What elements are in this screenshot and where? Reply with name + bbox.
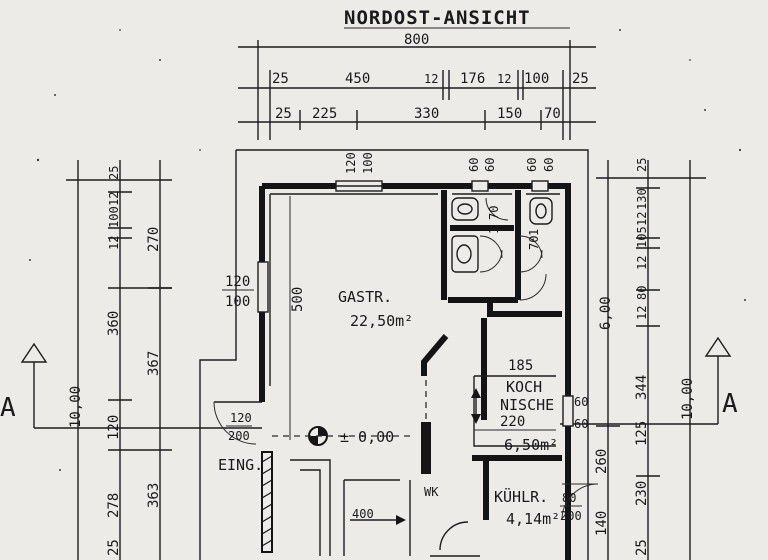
dim-left-1: 25 <box>107 166 121 180</box>
entry-label: EING. <box>218 456 263 474</box>
vertical-arrow-koch <box>471 388 481 424</box>
entry-wall-hatch <box>261 451 273 553</box>
dim-left-11: 363 <box>146 483 162 508</box>
dim-right-total: 10,00 <box>680 378 696 420</box>
level-marker-icon <box>272 426 410 446</box>
site-outline <box>199 149 589 560</box>
dim-r1-2: 450 <box>345 71 370 87</box>
dim-right-9: 125 <box>634 421 650 446</box>
entry-door-swing <box>213 401 257 445</box>
dim-right-7: 12 <box>635 306 649 320</box>
room-gastr-area: 22,50m² <box>350 312 413 330</box>
koch-dim: 220 <box>500 414 525 430</box>
dim-right-1: 25 <box>635 158 649 172</box>
dim-left-4: 12 <box>107 236 121 250</box>
dim-right-3: 12 <box>635 212 649 226</box>
wc-door-dim-b1: 70 <box>527 236 541 250</box>
top-small-dim-3: 60 <box>525 158 539 172</box>
column-block <box>421 422 431 474</box>
dim-left-2: 12 <box>107 192 121 206</box>
entry-door-dim-1: 120 <box>230 411 252 425</box>
top-window-dim-1: 120 <box>344 152 358 174</box>
top-window-dim-2: 100 <box>361 152 375 174</box>
left-window-dim-1: 120 <box>225 274 250 290</box>
level-label: ± 0,00 <box>340 428 394 446</box>
top-small-dim-1: 60 <box>467 158 481 172</box>
kuehl-door-dim-2: 200 <box>560 509 582 523</box>
wc-door-dim-a2: 70 <box>487 206 501 220</box>
right-dimension-chain <box>596 160 706 560</box>
toilet-fixtures <box>451 197 553 301</box>
top-window <box>335 180 383 192</box>
dim-left-7: 278 <box>106 493 122 518</box>
section-label-left: A <box>0 393 16 423</box>
dim-r2-5: 70 <box>544 106 561 122</box>
paper-noise <box>29 29 746 471</box>
dim-r2-4: 150 <box>497 106 522 122</box>
top-small-window-2 <box>531 180 549 192</box>
koch-window-dim-2: 60 <box>574 417 588 431</box>
dim-r1-4: 176 <box>460 71 485 87</box>
wc-door-dim-a1: 1 <box>487 227 501 234</box>
dim-left-9: 270 <box>146 227 162 252</box>
stairs <box>290 459 480 557</box>
dim-overall-width: 800 <box>404 32 429 48</box>
room-koch-area: 6,50m² <box>504 436 558 454</box>
entry-wall-hatch-lines <box>261 455 273 547</box>
koch-top-dim: 185 <box>508 358 533 374</box>
section-marker-left <box>20 342 262 429</box>
top-small-dim-4: 60 <box>542 158 556 172</box>
dim-r1-1: 25 <box>272 71 289 87</box>
dim-left-5: 360 <box>106 311 122 336</box>
dim-right-4: 105 <box>635 226 649 248</box>
koch-window-dim-1: 60 <box>574 395 588 409</box>
room-kuehl-name: KÜHLR. <box>494 487 548 506</box>
room-koch-name-1: KOCH <box>506 378 542 396</box>
kuehl-door-swing <box>561 483 599 521</box>
left-dimension-chain <box>66 160 172 560</box>
dim-right-13: 25 <box>634 539 650 556</box>
section-marker-right <box>560 336 732 425</box>
view-title: NORDOST-ANSICHT <box>344 7 531 29</box>
wc-label: WK <box>424 485 439 499</box>
dim-left-10: 367 <box>146 351 162 376</box>
dim-right-5: 12 <box>635 256 649 270</box>
dim-r1-5: 12 <box>497 72 511 86</box>
dim-right-6: 80 <box>635 286 649 300</box>
kuehl-door-dim-1: 80 <box>562 491 576 505</box>
dim-r2-2: 225 <box>312 106 337 122</box>
dim-right-2: 130 <box>635 188 649 210</box>
dim-right-12: 140 <box>594 511 610 536</box>
top-dimension-chain <box>238 40 596 140</box>
wc-door-dim-b2: 1 <box>527 229 541 236</box>
room-gastr-dim: 500 <box>290 287 306 312</box>
room-koch-name-2: NISCHE <box>500 396 554 414</box>
section-label-right: A <box>722 389 738 419</box>
dim-right-11: 260 <box>594 449 610 474</box>
left-window <box>257 261 269 313</box>
dim-r1-3: 12 <box>424 72 438 86</box>
dim-r1-7: 25 <box>572 71 589 87</box>
dim-right-mid: 6,00 <box>598 296 614 330</box>
koch-window <box>562 395 574 427</box>
dim-left-total: 10,00 <box>68 386 84 428</box>
dim-r2-1: 25 <box>275 106 292 122</box>
dim-r1-6: 100 <box>524 71 549 87</box>
diagonal-partition <box>421 334 449 376</box>
dim-left-8: 25 <box>106 539 122 556</box>
inner-wall-lines <box>269 193 560 447</box>
stair-dim: 400 <box>352 507 374 521</box>
top-small-dim-2: 60 <box>483 158 497 172</box>
dim-right-8: 344 <box>634 375 650 400</box>
entry-door-dim-2: 200 <box>228 429 250 443</box>
dim-right-10: 230 <box>634 481 650 506</box>
dim-left-3: 100 <box>107 206 121 228</box>
room-gastr-name: GASTR. <box>338 288 392 306</box>
dim-r2-3: 330 <box>414 106 439 122</box>
top-small-window-1 <box>471 180 489 192</box>
room-kuehl-area: 4,14m² <box>506 510 560 528</box>
left-window-dim-2: 100 <box>225 294 250 310</box>
